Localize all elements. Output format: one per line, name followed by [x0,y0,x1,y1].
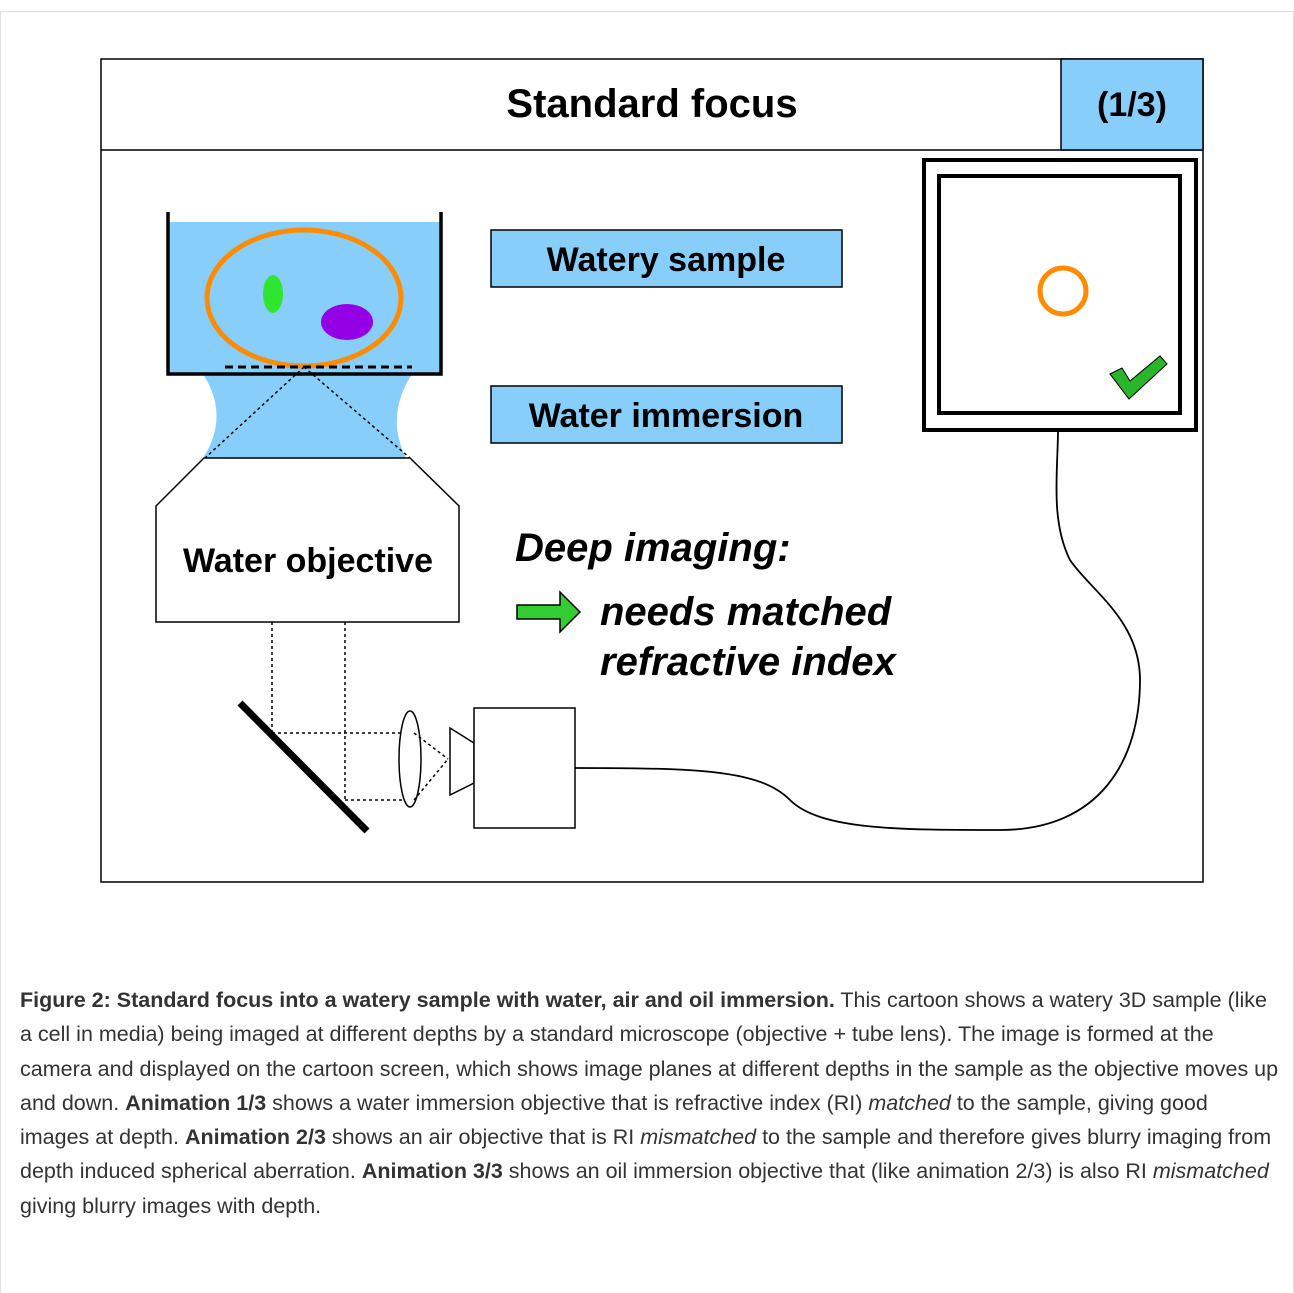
caption-text-3: to the sample, giving good images at dep… [20,1090,1208,1150]
caption-mismatched-2: mismatched [1152,1159,1269,1184]
diagram-title: Standard focus [506,82,797,126]
immersion-label: Water immersion [529,397,804,435]
camera-cable [574,429,1141,831]
objective-label: Water objective [183,542,433,580]
sample-label-box [490,229,843,288]
arrow-right-icon [516,590,582,634]
page-indicator-box [1060,58,1204,151]
tube-lens [398,710,422,808]
sample-container [166,212,443,376]
screen-image-cell [1037,265,1089,317]
microscope-diagram: Standard focus (1/3) Water objective [100,58,1204,883]
mirror [237,700,370,834]
sample-water [168,222,441,374]
purple-organelle [321,304,373,340]
immersion-label-box [490,385,843,444]
frame-border-left [0,11,1,1293]
page-indicator: (1/3) [1097,86,1167,124]
caption-text-4: shows an air objective that is RI [325,1125,641,1150]
caption-animation-2: Animation 2/3 [184,1125,326,1150]
light-cone-left [204,366,305,459]
frame-border-top [0,11,1294,12]
immersion-water [203,374,412,458]
caption-text-7: giving blurry images with depth. [20,1193,322,1218]
light-cone-right [303,366,411,459]
focus-ray-top [413,732,449,760]
caption-title: Figure 2: Standard focus into a watery s… [20,988,835,1012]
caption-animation-1: Animation 1/3 [125,1090,267,1115]
camera-body [473,707,576,829]
green-organelle [263,275,283,313]
sample-label: Watery sample [547,241,786,279]
caption-text-2: shows a water immersion objective that i… [266,1090,869,1115]
caption-text-5: to the sample and therefore gives blurry… [20,1125,1272,1184]
caption-mismatched-1: mismatched [640,1125,757,1150]
focus-ray-bottom [413,758,449,801]
caption-matched: matched [868,1090,951,1115]
deep-imaging-line1: needs matched [600,590,893,634]
caption-text-1: This cartoon shows a watery 3D sample (l… [20,988,1279,1115]
figure-caption: Figure 2: Standard focus into a watery s… [20,983,1280,1223]
deep-imaging-heading: Deep imaging: [515,526,791,570]
caption-text-6: shows an oil immersion objective that (l… [502,1159,1153,1184]
objective-body [155,457,460,623]
caption-animation-3: Animation 3/3 [361,1159,503,1184]
check-icon [1109,355,1168,400]
deep-imaging-line2: refractive index [600,640,897,684]
